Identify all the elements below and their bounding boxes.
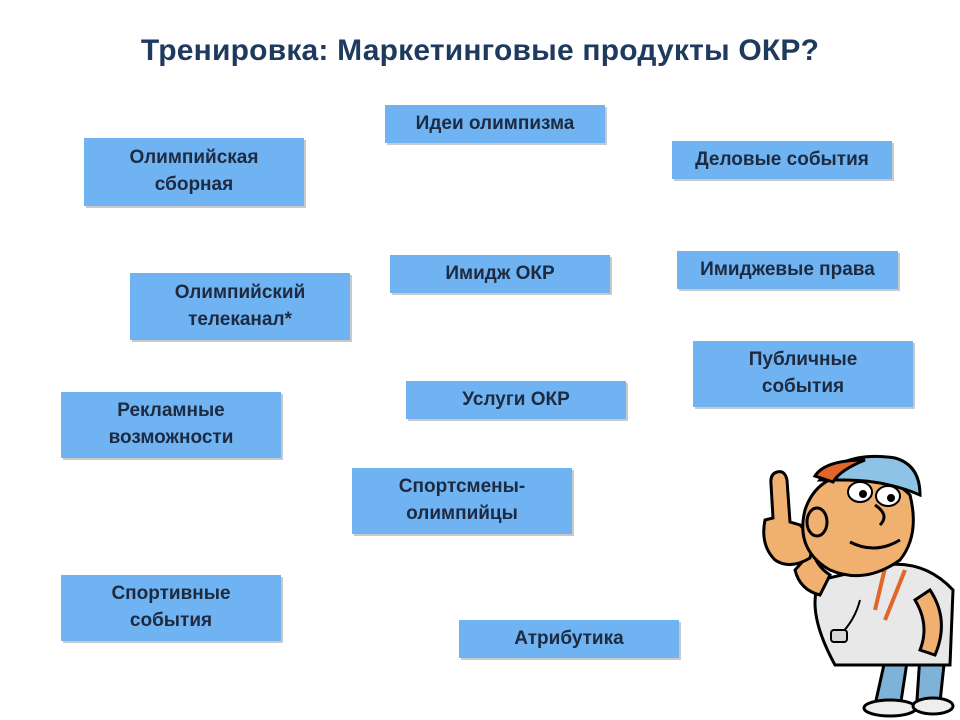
product-box-advertising: Рекламные возможности [61, 392, 281, 458]
product-label: Идеи олимпизма [415, 112, 575, 134]
coach-illustration [762, 454, 955, 718]
product-label: Деловые события [695, 148, 869, 170]
product-label: Атрибутика [514, 627, 624, 649]
product-label: Спортивные события [111, 583, 231, 631]
product-label: Имидж ОКР [445, 262, 555, 284]
product-box-merchandise: Атрибутика [459, 620, 679, 658]
product-label: Имиджевые права [700, 258, 875, 280]
product-box-olympic-team: Олимпийская сборная [84, 138, 304, 206]
product-box-image-rights: Имиджевые права [677, 251, 898, 289]
product-box-sport-events: Спортивные события [61, 575, 281, 641]
product-box-okr-services: Услуги ОКР [406, 381, 626, 419]
slide-title: Тренировка: Маркетинговые продукты ОКР? [140, 34, 820, 67]
product-label: Публичные события [748, 349, 858, 397]
product-label: Услуги ОКР [462, 388, 570, 410]
product-label: Олимпийская сборная [129, 147, 259, 195]
product-label: Спортсмены- олимпийцы [398, 476, 526, 524]
product-label: Рекламные возможности [108, 400, 234, 448]
product-box-business-events: Деловые события [672, 141, 892, 179]
product-box-olympism-ideas: Идеи олимпизма [385, 105, 605, 143]
product-box-olympians: Спортсмены- олимпийцы [352, 468, 572, 534]
product-box-olympic-channel: Олимпийский телеканал* [130, 273, 350, 340]
product-box-okr-image: Имидж ОКР [390, 255, 610, 293]
product-label: Олимпийский телеканал* [174, 281, 306, 330]
product-box-public-events: Публичные события [693, 341, 913, 407]
